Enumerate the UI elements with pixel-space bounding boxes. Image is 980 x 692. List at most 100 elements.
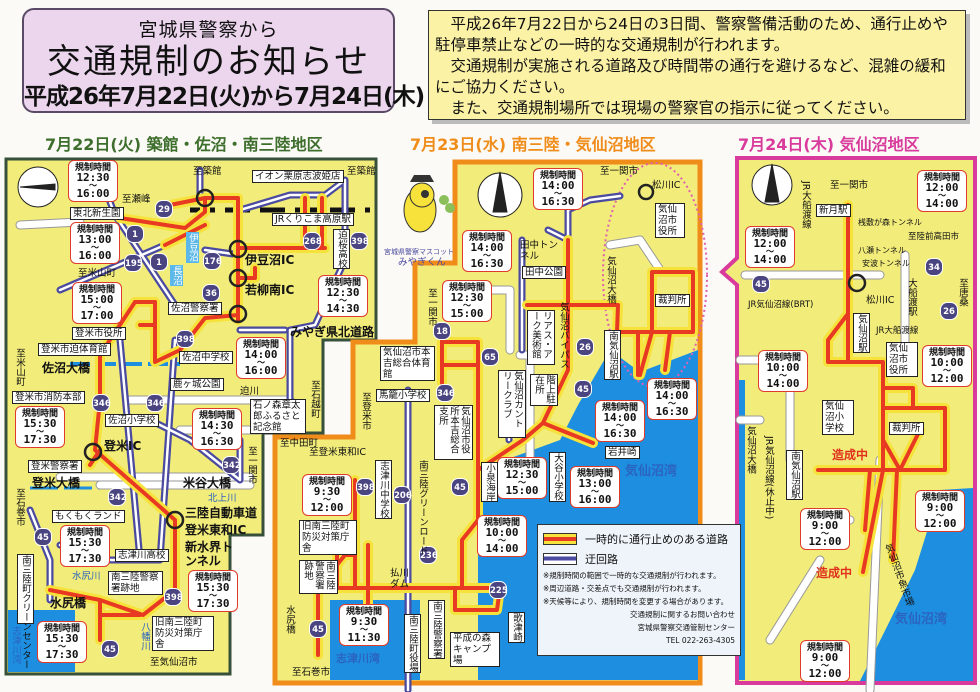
- time-box-text: ～: [766, 247, 774, 256]
- time-box-text: ～: [668, 399, 676, 408]
- map3-sea: [860, 488, 973, 681]
- place-label: 小泉海岸: [481, 462, 498, 502]
- time-box-text: 規制時間: [483, 518, 520, 528]
- place-label: 平成の森キャンプ場: [450, 632, 500, 667]
- notice-paragraph: また、交通規制場所では現場の警察官の指示に従ってください。: [450, 99, 899, 117]
- time-box-text: 17:30: [196, 597, 230, 610]
- issuer: 宮城県警察から: [138, 19, 279, 41]
- time-box-text: ～: [323, 495, 331, 504]
- time-box-text: 9:00: [811, 519, 839, 532]
- time-box-text: 9:00: [926, 501, 954, 514]
- time-box-text: 12:00: [923, 517, 957, 530]
- time-box-text: 11:30: [347, 631, 381, 644]
- time-box-text: 17:00: [80, 309, 114, 322]
- regulated-road-swatch: [543, 533, 577, 545]
- time-box-text: 17:30: [23, 433, 57, 446]
- time-box-text: 規制時間: [923, 173, 960, 183]
- time-box-text: 10:00: [485, 526, 519, 539]
- time-box-text: ～: [616, 421, 624, 430]
- time-box-text: ～: [89, 181, 97, 190]
- place-label: 登米大橋: [32, 476, 81, 490]
- time-box-text: 16:30: [200, 435, 234, 448]
- place-label: 至石越町: [309, 380, 320, 418]
- route-shield: 398: [350, 232, 369, 250]
- time-box-text: 規制時間: [194, 573, 231, 583]
- time-box-text: ～: [591, 487, 599, 496]
- place-label: 田中トンネル: [520, 240, 559, 262]
- route-shield: 268: [303, 232, 322, 250]
- time-box-text: 10:00: [766, 361, 800, 374]
- station-label: 新月駅: [816, 204, 851, 217]
- place-label: 迫桜高校: [333, 229, 350, 269]
- station-label: 南気仙沼駅: [786, 450, 803, 500]
- route-shield: 1: [150, 253, 168, 271]
- time-box-text: ～: [81, 546, 89, 555]
- time-box-text: 14:00: [244, 348, 278, 361]
- place-label: 至唐桑: [957, 278, 968, 307]
- route-shield: 45: [451, 478, 469, 496]
- tunnel-label: 桟敷が森トンネル: [858, 218, 922, 227]
- place-label: 歌津崎: [508, 612, 525, 643]
- place-label: 南三陸警察署跡地: [108, 571, 163, 595]
- time-box-text: 規制時間: [921, 493, 958, 503]
- place-label: 水尻橋: [284, 605, 295, 634]
- time-box-text: ～: [463, 301, 471, 310]
- time-box-text: 16:30: [541, 195, 575, 208]
- time-box-text: 規制時間: [751, 229, 788, 239]
- place-label: 若柳南IC: [245, 283, 295, 297]
- place-label: 佐沼中学校: [179, 351, 233, 364]
- place-label: 気仙沼バイパス: [558, 302, 569, 369]
- place-label: 鹿ヶ城公園: [170, 378, 224, 391]
- route-shield: 29: [155, 200, 173, 218]
- time-box-text: 15:30: [45, 632, 79, 645]
- mascot-icon: [403, 175, 455, 233]
- place-label: 気仙沼大橋: [605, 256, 616, 304]
- time-box-text: 15:30: [196, 581, 230, 594]
- place-label: 南三陸町役場: [404, 614, 421, 673]
- time-box-text: 規制時間: [345, 607, 382, 617]
- time-box-text: 16:00: [78, 249, 112, 262]
- route-shield: 45: [34, 528, 52, 546]
- place-label: 志津川高校: [115, 549, 169, 562]
- legend-note: ※規制時間の範囲で一時的な交通規制が行われます。: [543, 571, 721, 580]
- place-label: 至築館: [193, 166, 222, 177]
- place-label: 新水界トンネル: [185, 540, 234, 568]
- time-box-text: ～: [936, 511, 944, 520]
- time-box-text: 12:00: [310, 501, 344, 514]
- place-label: 裁判所: [655, 294, 690, 307]
- place-label: みやぎ県北道路: [290, 325, 375, 339]
- time-box-text: ～: [554, 189, 562, 198]
- time-box-text: 9:30: [350, 615, 378, 628]
- map1-heading: 7月22日(火) 築館・佐沼・南三陸地区: [45, 135, 323, 154]
- time-box-text: ～: [779, 371, 787, 380]
- route-shield: 225: [489, 581, 508, 599]
- mascot-caption: みやぎくん: [398, 257, 446, 268]
- bay-label: 志津川湾: [336, 652, 380, 665]
- place-label: 至登米市: [360, 392, 371, 430]
- time-box-text: 規制時間: [242, 340, 279, 350]
- bay-label: 気仙沼湾: [895, 612, 948, 627]
- time-box-text: 規制時間: [448, 283, 485, 293]
- route-shield: 176: [203, 252, 222, 270]
- time-box-text: 14:00: [485, 542, 519, 555]
- mascot-caption: 宮城県警察マスコット: [384, 248, 454, 256]
- place-label: 気仙沼カントリークラブ: [498, 370, 526, 438]
- time-box-text: 12:30: [326, 286, 360, 299]
- place-label: 佐沼小学校: [105, 414, 159, 427]
- place-label: 至石巻市: [14, 488, 25, 526]
- place-label: 至米山町: [14, 348, 25, 386]
- time-box-text: ～: [213, 429, 221, 438]
- time-box-text: 規制時間: [78, 285, 115, 295]
- rail-label: JR大船渡線: [876, 326, 919, 336]
